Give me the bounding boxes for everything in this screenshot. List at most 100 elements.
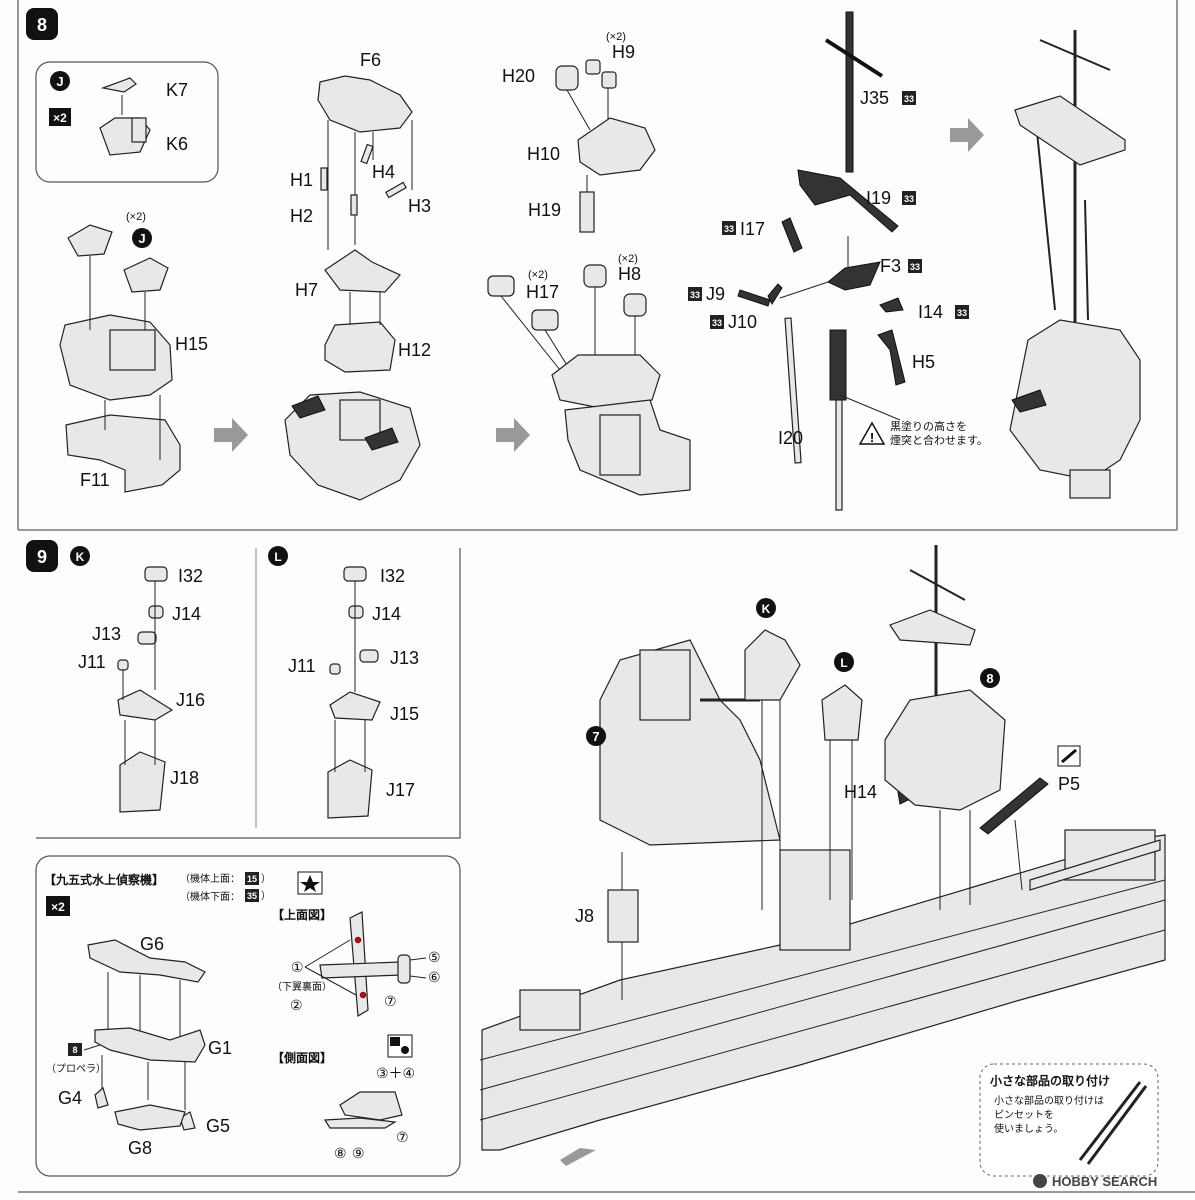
step8-group3: (×2) H9 H20 H10 H19 (×2) H8 (×2) H17 <box>487 31 691 496</box>
callout-8: ⑧ <box>334 1145 347 1161</box>
label-g6: G6 <box>140 934 164 954</box>
step8-result-tower <box>1009 30 1141 499</box>
label-j11-l: J11 <box>288 656 316 676</box>
label-h7: H7 <box>295 280 318 300</box>
label-i14: I14 <box>918 302 943 322</box>
label-h19: H19 <box>528 200 561 220</box>
label-h17: H17 <box>526 282 559 302</box>
paint-code-f3: 33 <box>910 262 920 272</box>
label-i32-k: I32 <box>178 566 203 586</box>
lower-surface-label: （機体下面： <box>180 890 240 903</box>
plane-title: 【九五式水上偵察機】 <box>44 872 164 887</box>
label-f11: F11 <box>80 470 110 490</box>
label-h8: H8 <box>618 264 641 284</box>
label-i17: I17 <box>740 219 765 239</box>
label-p5: P5 <box>1058 774 1080 794</box>
label-j15: J15 <box>390 704 419 724</box>
ship-hull <box>479 829 1166 1166</box>
label-j35: J35 <box>860 88 889 108</box>
label-g8: G8 <box>128 1138 152 1158</box>
paint-code-j9: 33 <box>690 290 700 300</box>
marker-7: 7 <box>592 729 599 744</box>
upper-surface-label: （機体上面： <box>180 872 240 885</box>
callout-3-4: ③＋④ <box>376 1065 415 1081</box>
tip-box: 小さな部品の取り付け 小さな部品の取り付けは ピンセットを 使いましょう。 <box>979 1063 1159 1177</box>
paint-code-j10: 33 <box>712 318 722 328</box>
plane-multiplier: ×2 <box>51 900 65 914</box>
label-h3: H3 <box>408 196 431 216</box>
prop-paint-code: 8 <box>72 1045 77 1055</box>
note-line-1: 黒塗りの高さを <box>890 419 967 433</box>
label-j13-l: J13 <box>390 648 419 668</box>
step8-group2: F6 H1 H4 H2 H3 H7 H12 <box>284 50 431 501</box>
flow-arrow-1 <box>214 418 248 452</box>
label-k6: K6 <box>166 134 188 154</box>
callout-6: ⑥ <box>428 969 441 985</box>
step8-inset-box: J ×2 K7 K6 <box>35 61 219 183</box>
ship-l-turret: L H14 <box>821 652 909 900</box>
tweezers-icon <box>1078 1081 1148 1165</box>
lower-paint-code: 35 <box>247 891 257 901</box>
label-h10: H10 <box>527 144 560 164</box>
l-marker: L <box>274 550 281 564</box>
callout-2: ② <box>290 997 303 1013</box>
label-j9: J9 <box>706 284 725 304</box>
prop-label: （プロペラ） <box>46 1063 106 1075</box>
ship-tower-8: 8 <box>884 545 1006 910</box>
step8-group4: J35 33 I19 33 33 I17 F3 33 33 J9 I14 33 … <box>688 11 988 511</box>
tweezers-paint-icon <box>1057 745 1081 767</box>
label-k7: K7 <box>166 80 188 100</box>
hinomaru-paint-icon <box>387 1034 413 1058</box>
group1-marker-j: J <box>138 231 145 246</box>
step9-l-subgroup: L I32 J14 J11 J13 J15 J17 <box>268 546 419 819</box>
qty-h9: (×2) <box>606 31 626 43</box>
superstructure-7: 7 J8 <box>575 639 781 1000</box>
label-j17: J17 <box>386 780 415 800</box>
label-j16: J16 <box>176 690 205 710</box>
step-9-number: 9 <box>37 547 47 567</box>
inset-marker-j: J <box>56 74 63 89</box>
tip-line-2: ピンセットを <box>994 1109 1054 1121</box>
label-h9: H9 <box>612 42 635 62</box>
upper-paint-code: 15 <box>247 874 257 884</box>
label-h1: H1 <box>290 170 313 190</box>
step9-k-subgroup: K I32 J14 J13 J11 J16 J18 <box>70 546 205 813</box>
paint-code-j35: 33 <box>904 94 914 104</box>
callout-9: ⑨ <box>352 1145 365 1161</box>
paint-code-i14: 33 <box>957 308 967 318</box>
qty-h17: (×2) <box>528 269 548 281</box>
label-j10: J10 <box>728 312 757 332</box>
qty-group1: (×2) <box>126 211 146 223</box>
lower-close: ） <box>261 890 271 902</box>
label-h2: H2 <box>290 206 313 226</box>
step9-kl-frame <box>36 548 461 839</box>
ship-part-p5: P5 <box>979 745 1081 891</box>
label-f6: F6 <box>360 50 381 70</box>
flow-arrow-2 <box>496 418 530 452</box>
star-paint-icon <box>297 871 323 895</box>
tip-line-1: 小さな部品の取り付けは <box>994 1094 1104 1107</box>
callout-1: ① <box>291 959 304 975</box>
step8-group1: (×2) J H15 F11 <box>59 211 208 493</box>
upper-close: ） <box>261 873 271 885</box>
label-h14: H14 <box>844 782 877 802</box>
label-h4: H4 <box>372 162 395 182</box>
paint-code-i17: 33 <box>724 224 734 234</box>
warning-icon: ! <box>858 421 886 445</box>
note-line-2: 煙突と合わせます。 <box>890 433 988 447</box>
label-j11-k: J11 <box>78 652 106 672</box>
top-view-label: 【上面図】 <box>272 907 332 922</box>
callout-7-top: ⑦ <box>384 993 397 1009</box>
step-9-badge: 9 <box>26 540 58 572</box>
tip-line-3: 使いましょう。 <box>994 1122 1063 1135</box>
label-i19: I19 <box>866 188 891 208</box>
paint-code-i19: 33 <box>904 194 914 204</box>
label-h12: H12 <box>398 340 431 360</box>
step-8-badge: 8 <box>26 8 58 40</box>
label-h5: H5 <box>912 352 935 372</box>
marker-k-ship: K <box>762 602 771 616</box>
side-view-label: 【側面図】 <box>272 1050 332 1065</box>
label-g5: G5 <box>206 1116 230 1136</box>
label-j14-k: J14 <box>172 604 201 624</box>
